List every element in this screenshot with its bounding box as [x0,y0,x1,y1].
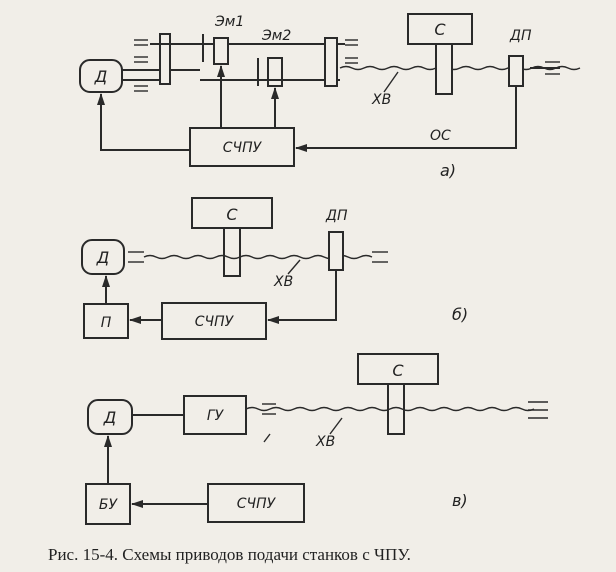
motor-c-label: Д [103,408,117,427]
motor-b-label: Д [96,248,110,267]
bearing-right-a [345,39,358,64]
cnc-c-label: СЧПУ [237,496,277,512]
diagram-a-tag: а) [440,161,456,180]
gear-1-a [159,33,171,85]
motor-a-label: Д [94,67,108,86]
nut-b [223,227,241,277]
em1-label: Эм1 [214,14,244,30]
diagram-c-tag: в) [452,491,468,510]
carriage-c [357,353,439,385]
cnc-b-label: СЧПУ [195,314,235,330]
sensor-a [508,55,524,87]
carriage-b-label: С [226,205,238,224]
nut-a [435,43,453,95]
motor-c [87,399,133,435]
screw-a [339,65,581,71]
gear-2-a [324,37,338,87]
control-block-c [85,483,131,525]
motor-b [81,239,125,275]
control-block-c-label: БУ [99,497,119,513]
feedback-a [295,86,517,152]
figure-caption: Рис. 15-4. Схемы приводов подачи станков… [48,545,411,564]
diagram-c: С Д ГУ ХВ БУ СЧПУ в) [85,353,548,525]
bearing-left-a [134,39,148,92]
converter-b [83,303,129,339]
clutch-em2 [267,57,283,87]
em2-label: Эм2 [261,28,291,44]
amplifier-c-label: ГУ [207,408,225,424]
motor-a [79,59,123,93]
carriage-a-label: С [434,20,446,39]
cnc-c [207,483,305,523]
sensor-b [328,231,344,271]
diagram-b: С Д ХВ ДП П СЧПУ б) [81,197,468,340]
feedback-a-label: ОС [430,128,451,144]
feedback-b [267,270,337,324]
amplifier-c [183,395,247,435]
carriage-c-label: С [392,361,404,380]
link-cnc-motor-a [97,93,190,151]
carriage-a [407,13,473,45]
cnc-a [189,127,295,167]
sensor-b-label: ДП [325,208,348,224]
cnc-a-label: СЧПУ [223,140,263,156]
screw-c [245,406,535,412]
diagram-b-tag: б) [452,305,468,324]
nut-c [387,383,405,435]
screw-b-label: ХВ [273,274,293,290]
converter-b-label: П [101,315,112,331]
screw-a-label: ХВ [371,92,391,108]
diagram-a: Д Эм1 Эм2 ХВ С [79,13,581,180]
clutch-em1 [213,37,229,65]
screw-c-label: ХВ [315,434,335,450]
sensor-a-label: ДП [509,28,532,44]
